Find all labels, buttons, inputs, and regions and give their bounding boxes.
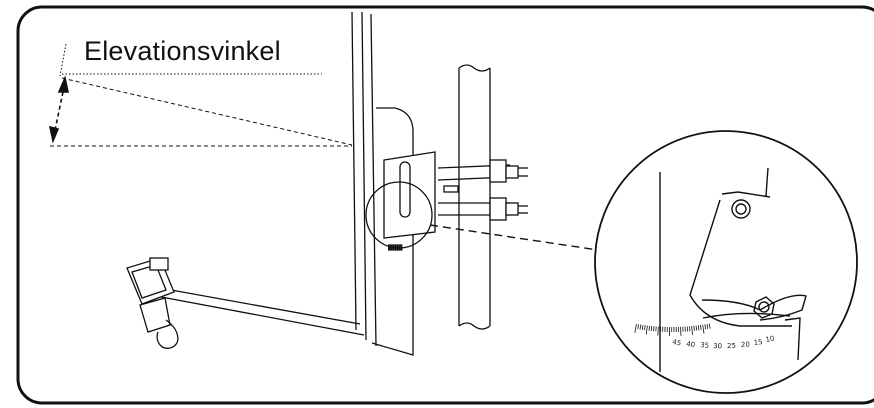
- scale-tick: [641, 324, 644, 330]
- elevation-reference-lines: [50, 43, 353, 147]
- scale-label: 20: [741, 341, 750, 349]
- scale-label: 15: [753, 338, 763, 347]
- scale-tick: [645, 325, 648, 335]
- mount-bracket: ΙΙΙΙΙΙΙ: [383, 151, 528, 253]
- scale-tick: [706, 323, 709, 329]
- lnb-feed-arm: [126, 257, 365, 349]
- scale-tick: [700, 324, 702, 331]
- scale-tick: [639, 324, 642, 330]
- scale-tick: [634, 323, 637, 333]
- dish-reflector: [351, 11, 414, 356]
- angle-scale: 45 40 35 30 25 20 15 10: [634, 323, 775, 350]
- detail-leader-line: [429, 224, 599, 251]
- elevation-angle-label: Elevationsvinkel: [84, 36, 281, 66]
- diagram-frame: [16, 5, 874, 405]
- scale-tick: [644, 325, 646, 331]
- scale-tick: [693, 325, 695, 331]
- scale-tick: [704, 324, 707, 330]
- scale-label: 10: [765, 335, 775, 344]
- mounting-mast: [458, 64, 491, 330]
- scale-tick: [708, 323, 711, 329]
- magnified-detail: [594, 130, 858, 394]
- detail-marker-circle: [365, 181, 433, 249]
- scale-label: 45: [672, 338, 682, 347]
- scale-tick: [697, 325, 700, 331]
- scale-tick: [657, 326, 659, 336]
- scale-tick: [695, 325, 698, 331]
- scale-tick: [637, 324, 639, 330]
- scale-tick: [702, 324, 705, 334]
- scale-tick: [648, 325, 650, 331]
- scale-label: 25: [727, 342, 736, 350]
- scale-label: 40: [686, 340, 696, 349]
- elevation-arrow: [48, 75, 69, 144]
- scale-label: 35: [700, 341, 710, 350]
- scale-tick: [691, 326, 693, 336]
- scale-label: 30: [713, 342, 722, 350]
